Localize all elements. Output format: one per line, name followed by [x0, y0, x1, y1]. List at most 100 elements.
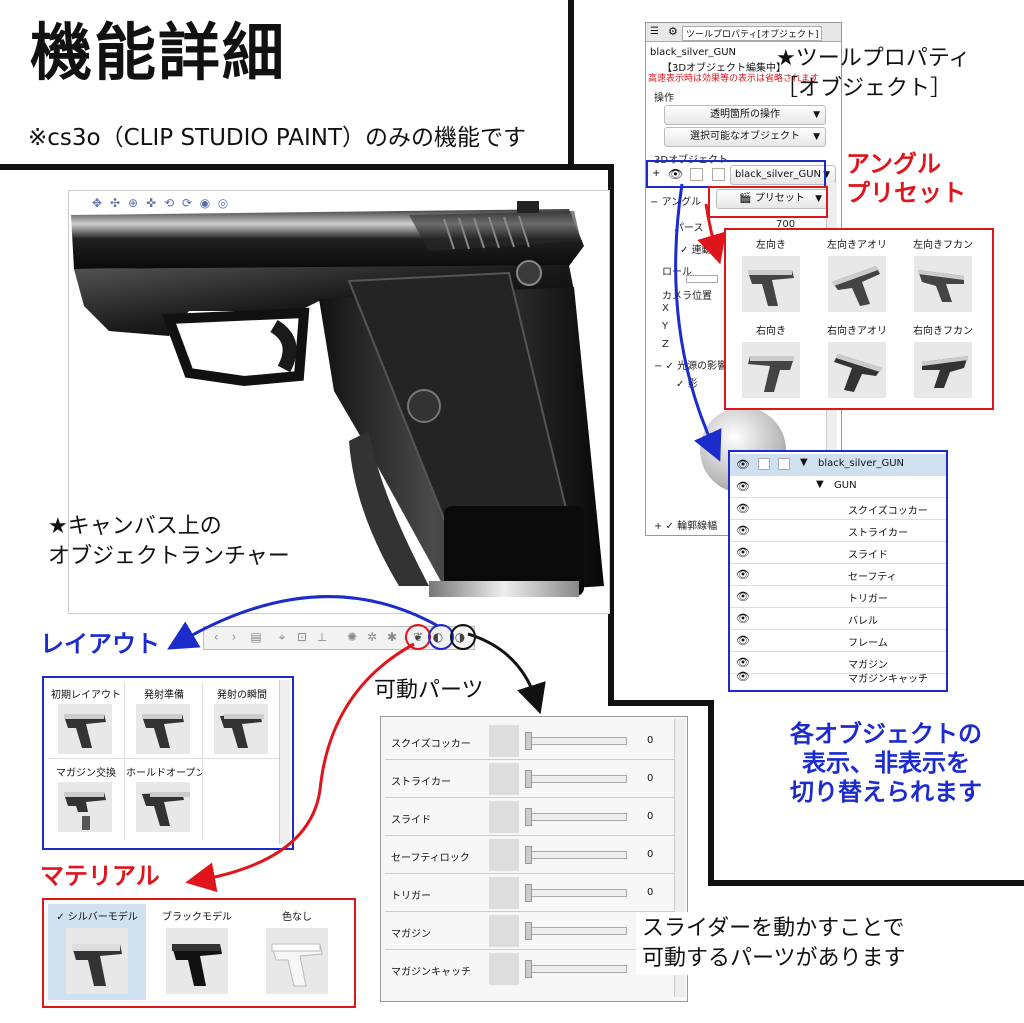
tree-row-part[interactable]: 👁セーフティ: [730, 564, 946, 586]
preset-button[interactable]: 🎬 プリセット▼: [716, 189, 828, 209]
eye-icon[interactable]: 👁: [736, 458, 750, 471]
next-icon[interactable]: ›: [231, 630, 237, 644]
tree-row-part[interactable]: 👁スクイズコッカー: [730, 498, 946, 520]
slider-handle[interactable]: [525, 884, 532, 902]
part-slider[interactable]: [525, 889, 627, 897]
angle-preset-item[interactable]: 右向き: [730, 318, 812, 402]
tree-row-part[interactable]: 👁マガジンキャッチ: [736, 670, 928, 685]
part-slider[interactable]: [525, 851, 627, 859]
eye-icon[interactable]: 👁: [736, 634, 750, 647]
angle-preset-item[interactable]: 左向き: [730, 232, 812, 316]
tree-collapse-icon[interactable]: ▼: [816, 479, 824, 490]
panel-menu-icon[interactable]: ☰: [650, 26, 659, 37]
part-slider[interactable]: [525, 737, 627, 745]
eye-icon[interactable]: 👁: [736, 656, 750, 669]
layout-panel[interactable]: 初期レイアウト 発射準備 発射の瞬間 マガジン交換 ホールドオープン: [42, 676, 294, 850]
checkbox-icon[interactable]: [690, 168, 703, 181]
eye-icon[interactable]: 👁: [736, 480, 750, 493]
panel-tab[interactable]: ☰ ⚙ ツールプロパティ[オブジェクト]: [646, 23, 841, 42]
light-influence-checkbox[interactable]: − ✓ 光源の影響: [654, 361, 728, 372]
camera-zoom-icon[interactable]: ⊕: [127, 196, 139, 210]
angle-preset-grid[interactable]: 左向き 左向きアオリ 左向きフカン 右向き 右向きアオリ 右向きフカン: [724, 228, 994, 410]
layout-item[interactable]: マガジン交換: [48, 760, 125, 840]
part-slider[interactable]: [525, 927, 627, 935]
lock-icon[interactable]: [712, 168, 725, 181]
eye-icon[interactable]: 👁: [736, 670, 750, 683]
file-icon[interactable]: ▤: [250, 630, 262, 644]
slider-handle[interactable]: [525, 808, 532, 826]
angle-preset-item[interactable]: 左向きフカン: [902, 232, 984, 316]
part-slider[interactable]: [525, 813, 627, 821]
tree-row-root[interactable]: 👁 ▼ black_silver_GUN: [730, 454, 946, 476]
checkbox-icon[interactable]: [758, 458, 770, 470]
object-tree[interactable]: 👁 ▼ black_silver_GUN 👁 ▼ GUN 👁スクイズコッカー 👁…: [728, 450, 948, 692]
movable-part-row[interactable]: マガジンキャッチ: [385, 951, 683, 987]
part-slider[interactable]: [525, 965, 627, 973]
roll-slider[interactable]: [686, 275, 718, 283]
parts-scrollbar[interactable]: [674, 719, 685, 997]
gun-model[interactable]: [69, 191, 609, 613]
angle-preset-item[interactable]: 右向きアオリ: [816, 318, 898, 402]
expand-icon[interactable]: +: [652, 168, 661, 179]
tree-row-part[interactable]: 👁ストライカー: [730, 520, 946, 542]
slider-handle[interactable]: [525, 770, 532, 788]
tree-row-part[interactable]: 👁トリガー: [730, 586, 946, 608]
outline-width-checkbox[interactable]: + ✓ 輪郭線幅: [654, 521, 718, 532]
camera-rotate-icon[interactable]: ✥: [91, 196, 103, 210]
rotate-object-icon[interactable]: ⟲: [163, 196, 175, 210]
material-item[interactable]: ブラックモデル: [148, 904, 246, 1000]
layout-item[interactable]: 発射の瞬間: [204, 682, 280, 759]
move-object-icon[interactable]: ✜: [145, 196, 157, 210]
angle-preset-item[interactable]: 右向きフカン: [902, 318, 984, 402]
eye-icon[interactable]: 👁: [736, 590, 750, 603]
movable-part-row[interactable]: マガジン: [385, 913, 683, 950]
object-select-dropdown[interactable]: black_silver_GUN▼: [730, 165, 836, 185]
reset-object-icon[interactable]: ◎: [217, 196, 229, 210]
layout-item[interactable]: 発射準備: [126, 682, 203, 759]
lock-icon[interactable]: [778, 458, 790, 470]
selectable-object-dropdown[interactable]: 選択可能なオブジェクト▼: [664, 127, 826, 147]
rotate-plane-icon[interactable]: ⟳: [181, 196, 193, 210]
eye-icon[interactable]: 👁: [736, 546, 750, 559]
tree-row-part[interactable]: 👁マガジン: [730, 652, 946, 674]
light-icon[interactable]: ✺: [346, 630, 358, 644]
scale-object-icon[interactable]: ◉: [199, 196, 211, 210]
link-checkbox[interactable]: ✓ 連動: [680, 245, 712, 256]
tree-row-part[interactable]: 👁フレーム: [730, 630, 946, 652]
layout-item[interactable]: 初期レイアウト: [48, 682, 125, 759]
transparent-operation-dropdown[interactable]: 透明箇所の操作▼: [664, 105, 826, 125]
lock-icon[interactable]: ✲: [366, 630, 378, 644]
shadow-checkbox[interactable]: ✓ 影: [676, 379, 698, 390]
canvas-top-toolbar[interactable]: ✥ ✣ ⊕ ✜ ⟲ ⟳ ◉ ◎: [87, 193, 232, 213]
eye-icon[interactable]: 👁: [668, 167, 684, 181]
canvas-area[interactable]: ✥ ✣ ⊕ ✜ ⟲ ⟳ ◉ ◎: [68, 190, 610, 614]
layout-scrollbar[interactable]: [279, 680, 290, 844]
eye-icon[interactable]: 👁: [736, 502, 750, 515]
object-row[interactable]: + 👁 black_silver_GUN▼: [648, 165, 838, 185]
slider-handle[interactable]: [525, 732, 532, 750]
material-item[interactable]: ✓ シルバーモデル: [48, 904, 146, 1000]
ground-icon[interactable]: ⊥: [316, 630, 328, 644]
tree-row-part[interactable]: 👁バレル: [730, 608, 946, 630]
tree-row-part[interactable]: 👁スライド: [730, 542, 946, 564]
tree-collapse-icon[interactable]: ▼: [800, 457, 808, 468]
eye-icon[interactable]: 👁: [736, 568, 750, 581]
tree-row-group[interactable]: 👁 ▼ GUN: [730, 476, 946, 498]
material-panel[interactable]: ✓ シルバーモデル ブラックモデル 色なし: [42, 898, 356, 1008]
slider-handle[interactable]: [525, 922, 532, 940]
gear-icon[interactable]: ✱: [386, 630, 398, 644]
eye-icon[interactable]: 👁: [736, 524, 750, 537]
slider-handle[interactable]: [525, 960, 532, 978]
layout-item[interactable]: ホールドオープン: [126, 760, 203, 840]
previous-icon[interactable]: ‹: [213, 630, 219, 644]
camera-icon[interactable]: ⌖: [278, 630, 286, 644]
camera-pan-icon[interactable]: ✣: [109, 196, 121, 210]
eye-icon[interactable]: 👁: [736, 612, 750, 625]
panel-tab-title[interactable]: ツールプロパティ[オブジェクト]: [682, 26, 823, 41]
